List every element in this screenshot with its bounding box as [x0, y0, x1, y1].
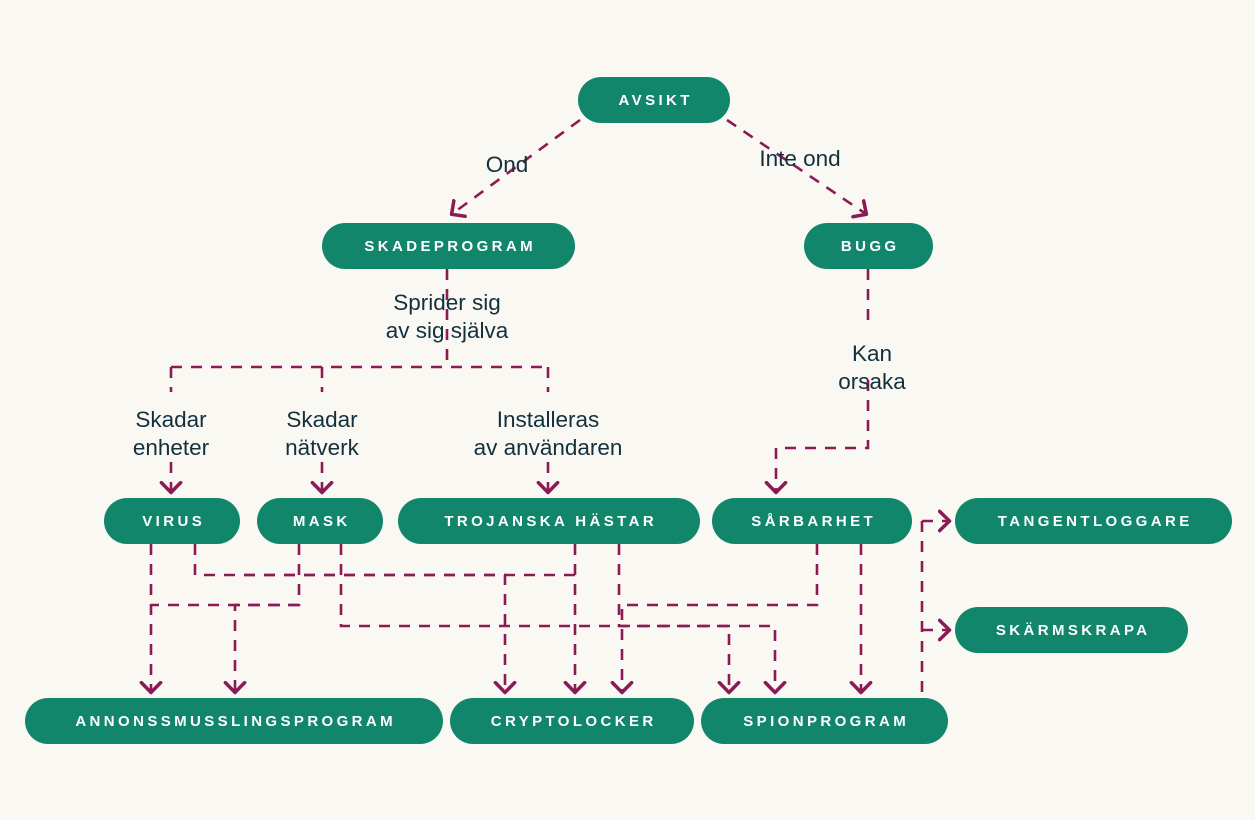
edge-mask-annons	[235, 544, 301, 692]
edge-label-installeras: Installeras av användaren	[473, 407, 623, 460]
node-label: TROJANSKA HÄSTAR	[444, 512, 658, 530]
edge-label-skadar-natverk: Skadar nätverk	[285, 407, 359, 460]
edge-trojanska-spion	[617, 544, 729, 692]
node-annonssmusslingsprogram[interactable]: ANNONSSMUSSLINGSPROGRAM	[25, 698, 443, 744]
edge-virus-crypto	[193, 544, 505, 692]
node-spionprogram[interactable]: SPIONPROGRAM	[701, 698, 948, 744]
node-label: ANNONSSMUSSLINGSPROGRAM	[75, 712, 397, 730]
node-label: SPIONPROGRAM	[743, 712, 910, 730]
node-mask[interactable]: MASK	[257, 498, 383, 544]
node-sarbarhet[interactable]: SÅRBARHET	[712, 498, 912, 544]
node-skarmskrapa[interactable]: SKÄRMSKRAPA	[955, 607, 1188, 653]
node-label: SÅRBARHET	[751, 512, 877, 530]
node-label: TANGENTLOGGARE	[997, 512, 1193, 530]
edge-sarbarhet-crypto	[622, 544, 819, 692]
node-label: SKÄRMSKRAPA	[995, 621, 1151, 639]
node-bugg[interactable]: BUGG	[804, 223, 933, 269]
node-label: VIRUS	[142, 512, 206, 530]
node-skadeprogram[interactable]: SKADEPROGRAM	[322, 223, 575, 269]
edge-label-skadar-enheter: Skadar enheter	[132, 407, 210, 460]
edge-mask-spion	[339, 544, 775, 692]
edge-label-sprider-sig: Sprider sig av sig själva	[385, 290, 509, 343]
node-virus[interactable]: VIRUS	[104, 498, 240, 544]
node-trojanska-hastar[interactable]: TROJANSKA HÄSTAR	[398, 498, 700, 544]
edge-label-ond: Ond	[485, 152, 529, 177]
node-avsikt[interactable]: AVSIKT	[578, 77, 730, 123]
node-label: BUGG	[840, 237, 900, 255]
edge-bugg-sarbarhet	[776, 380, 870, 492]
node-label: AVSIKT	[618, 91, 693, 109]
node-label: MASK	[292, 512, 351, 530]
node-tangentloggare[interactable]: TANGENTLOGGARE	[955, 498, 1232, 544]
edge-label-inte-ond: Inte ond	[759, 146, 841, 171]
node-label: CRYPTOLOCKER	[490, 712, 657, 730]
edge-label-kan-orsaka: Kan orsaka	[838, 341, 906, 394]
node-cryptolocker[interactable]: CRYPTOLOCKER	[450, 698, 694, 744]
node-label: SKADEPROGRAM	[364, 237, 537, 255]
